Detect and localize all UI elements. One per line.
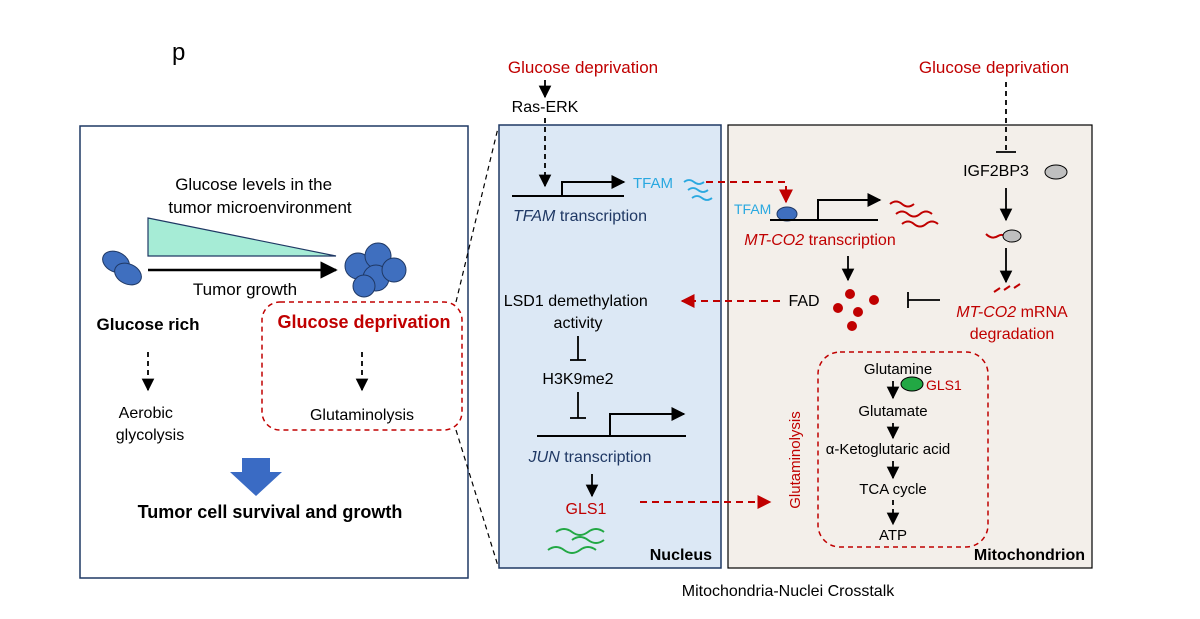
glucose-deprivation-box	[261, 301, 463, 431]
nucleus-glucose-deprivation: Glucose deprivation	[508, 58, 658, 77]
zoom-line-bottom	[455, 429, 499, 567]
akg-label: α-Ketoglutaric acid	[826, 441, 951, 458]
igf2bp3-bound-mrna-icon	[985, 229, 1022, 243]
glucose-rich-label: Glucose rich	[97, 315, 200, 334]
tumor-growth-label: Tumor growth	[193, 280, 297, 299]
nucleus-label: Nucleus	[650, 547, 712, 564]
mtco2-transcription-text: transcription	[804, 232, 896, 249]
tfam-mrna-icon	[683, 179, 713, 201]
big-down-arrow	[230, 458, 282, 496]
glutaminolysis-box	[817, 351, 989, 548]
mtco2-mrna-gene-italic: MT-CO2	[956, 304, 1016, 321]
mtco2-mrna-text: mRNA	[1016, 304, 1068, 321]
tfam-transcription-text: transcription	[555, 208, 647, 225]
mitochondrion-label: Mitochondrion	[974, 547, 1085, 564]
ras-erk-label: Ras-ERK	[512, 99, 579, 116]
left-panel-box	[79, 125, 469, 579]
gls1-mito-label: GLS1	[926, 377, 962, 393]
glucose-levels-label: Glucose levels in the tumor microenviron…	[168, 175, 352, 217]
tfam-product-label: TFAM	[633, 175, 673, 192]
lsd1-label: LSD1 demethylation activity	[504, 293, 653, 332]
tca-label: TCA cycle	[859, 481, 927, 498]
igf2bp3-protein-icon	[1044, 164, 1068, 180]
degraded-mrna-icon	[993, 283, 1021, 293]
gls1-nucleus-label: GLS1	[566, 501, 607, 518]
aerobic-line2: glycolysis	[116, 427, 184, 444]
tfam-gene-italic: TFAM	[513, 208, 556, 225]
mtco2-mrna-label: MT-CO2 mRNA	[956, 304, 1068, 321]
jun-transcription-label: JUN transcription	[528, 449, 652, 466]
jun-promoter-arrow	[609, 407, 686, 436]
lsd1-line1: LSD1 demethylation	[504, 293, 648, 310]
aerobic-line1: Aerobic	[119, 405, 173, 422]
gls1-enzyme-icon	[900, 376, 924, 392]
mtco2-transcription-label: MT-CO2 transcription	[744, 232, 895, 249]
mtco2-promoter-arrow	[817, 193, 882, 220]
fad-molecules-icon	[833, 289, 879, 331]
degradation-label: degradation	[970, 326, 1055, 343]
glucose-deprivation-label: Glucose deprivation	[277, 312, 450, 332]
atp-label: ATP	[879, 527, 907, 544]
deprivation-inhibits-igf2bp3	[996, 82, 1016, 153]
nucleus-panel	[498, 124, 722, 569]
glutaminolysis-vertical-label: Glutaminolysis	[787, 411, 804, 509]
aerobic-glycolysis-label: Aerobic glycolysis	[116, 405, 184, 444]
tfam-protein-label: TFAM	[734, 201, 771, 217]
mitochondrion-panel	[727, 124, 1093, 569]
panel-label: p	[172, 39, 185, 66]
tfam-transcription-label: TFAM transcription	[513, 208, 647, 225]
igf2bp3-label: IGF2BP3	[963, 163, 1029, 180]
tfam-promoter-arrow	[561, 175, 626, 196]
gls1-mrna-icon	[547, 528, 605, 554]
glucose-levels-line1: Glucose levels in the	[175, 175, 332, 194]
fad-label: FAD	[788, 293, 819, 310]
glutamine-label: Glutamine	[864, 361, 932, 378]
h3k9me2-inhibits-jun	[570, 392, 586, 419]
mito-glucose-deprivation: Glucose deprivation	[919, 58, 1069, 77]
small-tumor-icon	[102, 250, 142, 286]
degradation-inhibits-fad	[907, 292, 940, 308]
h3k9me2-label: H3K9me2	[542, 371, 613, 388]
jun-transcription-text: transcription	[560, 449, 652, 466]
glucose-gradient-wedge	[147, 217, 337, 257]
tfam-protein-icon	[776, 206, 798, 222]
mtco2-mrna-icon	[889, 200, 939, 228]
jun-gene-italic: JUN	[528, 449, 561, 466]
large-tumor-icon	[344, 242, 407, 298]
glutamate-label: Glutamate	[858, 403, 927, 420]
glucose-levels-line2: tumor microenvironment	[168, 198, 352, 217]
zoom-line-top	[455, 127, 499, 303]
lsd1-line2: activity	[554, 315, 603, 332]
footer-caption: Mitochondria-Nuclei Crosstalk	[682, 583, 896, 600]
survival-label: Tumor cell survival and growth	[138, 502, 403, 522]
tfam-to-mito-arrow	[706, 181, 793, 204]
lsd1-inhibits-h3k9me2	[570, 336, 586, 361]
mtco2-gene-italic: MT-CO2	[744, 232, 804, 249]
glutaminolysis-left-label: Glutaminolysis	[310, 407, 414, 424]
